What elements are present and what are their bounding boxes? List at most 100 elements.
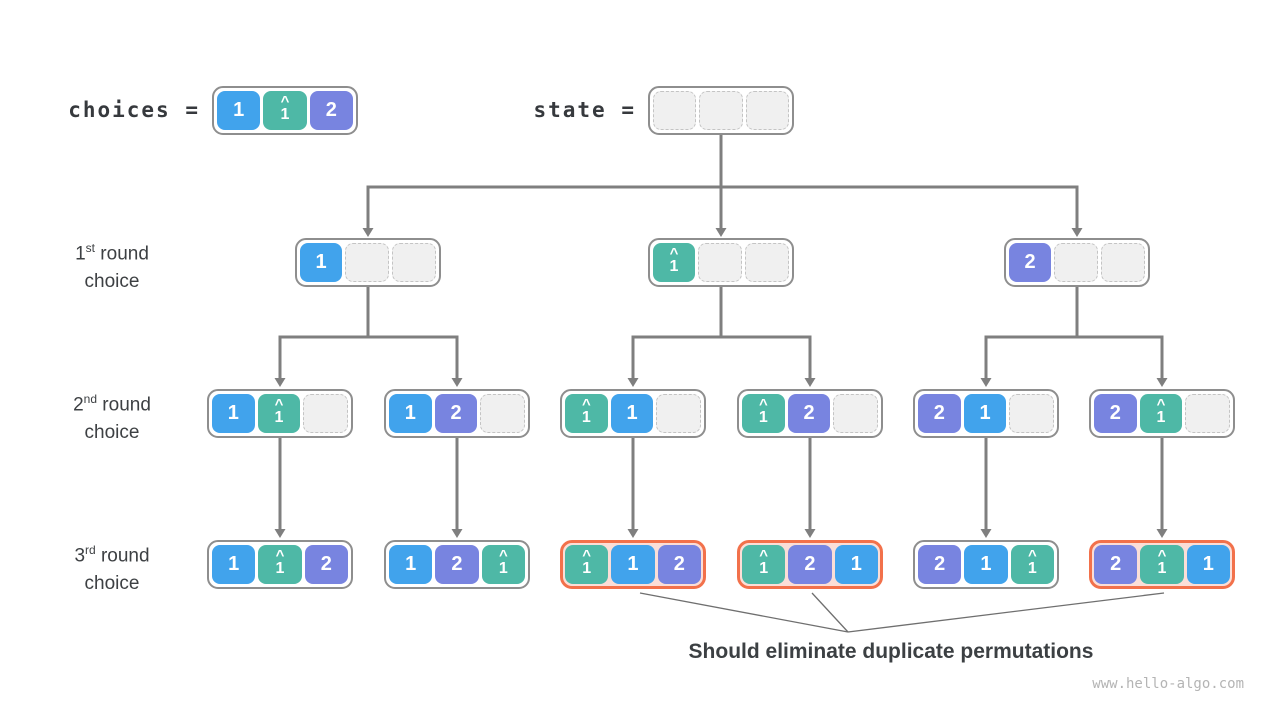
hat-mark: ^	[275, 547, 285, 564]
cell-value: 1	[1156, 409, 1166, 426]
choice-cell-blue: 1	[964, 545, 1008, 584]
choice-cell-blue: 1	[1186, 545, 1230, 584]
cell-value: 1	[1027, 560, 1037, 577]
choice-cell-purple: 2	[787, 394, 831, 433]
cell-value: 1	[582, 560, 592, 577]
choice-cell-teal: ^1	[1140, 545, 1184, 584]
empty-slot	[345, 243, 389, 282]
row-label-round-2: 2nd round choice	[27, 385, 197, 447]
empty-slot	[1054, 243, 1098, 282]
cell-value: 1	[758, 409, 768, 426]
hat-mark: ^	[280, 93, 290, 110]
hat-mark: ^	[581, 396, 591, 413]
row-label-line2: choice	[84, 422, 140, 444]
choice-cell-teal: ^1	[258, 545, 302, 584]
state-node-r2-1: 1^1	[207, 389, 353, 438]
empty-slot	[1009, 394, 1055, 433]
choice-cell-purple: 2	[435, 545, 479, 584]
choice-cell-blue: 1	[611, 545, 655, 584]
choice-cell-blue: 1	[217, 91, 261, 130]
empty-slot	[656, 394, 702, 433]
empty-slot	[698, 243, 742, 282]
row-label-line2: choice	[84, 271, 140, 293]
state-label: state =	[533, 98, 636, 122]
choice-cell-teal: ^1	[653, 243, 695, 282]
choice-cell-teal: ^1	[1139, 394, 1183, 433]
choice-cell-teal: ^1	[257, 394, 301, 433]
empty-slot	[833, 394, 879, 433]
row-label-round-3: 3rd round choice	[27, 536, 197, 598]
state-node-r2-6: 2^1	[1089, 389, 1235, 438]
hat-mark: ^	[669, 245, 679, 262]
cell-value: 1	[759, 560, 769, 577]
choice-cell-purple: 2	[434, 394, 478, 433]
empty-slot	[303, 394, 349, 433]
row-label-line1: 1st round	[75, 241, 149, 265]
choice-cell-teal: ^1	[1010, 545, 1054, 584]
choice-cell-purple: 2	[309, 91, 353, 130]
choice-cell-teal: ^1	[263, 91, 307, 130]
hat-mark: ^	[1156, 396, 1166, 413]
state-node-r1-3: 2	[1004, 238, 1150, 287]
choice-cell-purple: 2	[1009, 243, 1051, 282]
choice-cell-teal: ^1	[565, 394, 608, 433]
choice-cell-purple: 2	[657, 545, 701, 584]
cell-value: 1	[280, 106, 290, 123]
row-label-round-1: 1st round choice	[27, 234, 197, 296]
cell-value: 1	[275, 560, 285, 577]
row-label-line2: choice	[84, 573, 140, 595]
row-label-line1: 2nd round	[73, 392, 151, 416]
cell-value: 1	[274, 409, 284, 426]
hat-mark: ^	[1157, 547, 1167, 564]
hat-mark: ^	[759, 547, 769, 564]
state-node-r1-1: 1	[295, 238, 441, 287]
choice-cell-teal: ^1	[481, 545, 525, 584]
hat-mark: ^	[1027, 547, 1037, 564]
choice-cell-blue: 1	[212, 394, 255, 433]
choice-cell-blue: 1	[389, 545, 433, 584]
empty-slot	[392, 243, 436, 282]
choice-cell-blue: 1	[212, 545, 256, 584]
choice-cell-purple: 2	[304, 545, 348, 584]
state-box	[648, 86, 794, 135]
choice-cell-blue: 1	[834, 545, 878, 584]
row-label-line1: 3rd round	[74, 543, 150, 567]
cell-value: 1	[581, 409, 591, 426]
empty-slot	[1101, 243, 1145, 282]
choice-cell-blue: 1	[963, 394, 1007, 433]
choice-cell-blue: 1	[300, 243, 342, 282]
empty-slot	[1185, 394, 1231, 433]
choice-cell-teal: ^1	[565, 545, 609, 584]
choice-cell-blue: 1	[389, 394, 432, 433]
cell-value: 1	[1157, 560, 1167, 577]
empty-slot	[699, 91, 743, 130]
hat-mark: ^	[758, 396, 768, 413]
duplicate-permutations-annotation: Should eliminate duplicate permutations	[688, 640, 1094, 663]
choice-cell-blue: 1	[610, 394, 654, 433]
watermark: www.hello-algo.com	[1092, 676, 1244, 692]
choices-label: choices =	[68, 98, 200, 122]
hat-mark: ^	[498, 547, 508, 564]
cell-value: 1	[498, 560, 508, 577]
choice-cell-purple: 2	[918, 394, 961, 433]
choice-cell-purple: 2	[1094, 394, 1137, 433]
empty-slot	[745, 243, 789, 282]
empty-slot	[480, 394, 526, 433]
empty-slot	[745, 91, 789, 130]
cell-value: 1	[669, 258, 679, 275]
choice-cell-teal: ^1	[742, 394, 785, 433]
choice-cell-purple: 2	[788, 545, 832, 584]
choice-cell-teal: ^1	[742, 545, 786, 584]
state-node-r1-2: ^1	[648, 238, 794, 287]
